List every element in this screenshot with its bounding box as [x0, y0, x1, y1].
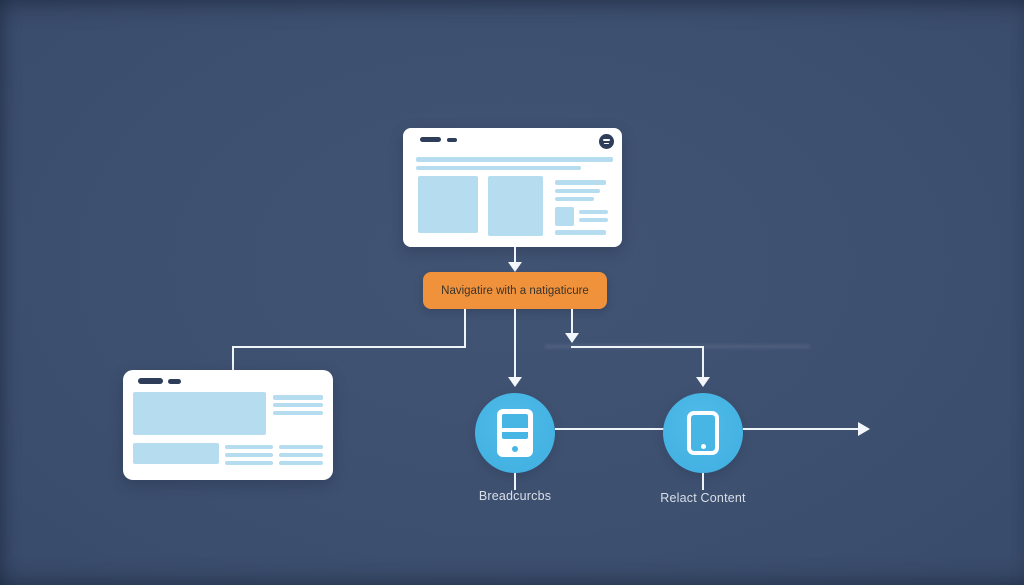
- browser-text-line: [555, 230, 606, 235]
- top-browser-card: [403, 128, 622, 247]
- browser-text-line: [555, 189, 600, 193]
- connector-line: [702, 346, 704, 378]
- browser-header-dot: [168, 379, 181, 384]
- connector-line: [571, 309, 573, 334]
- node-related-content-label: Relact Content: [660, 491, 746, 505]
- node-related-content: [663, 393, 743, 473]
- menu-circle-icon: [599, 134, 614, 149]
- browser-content-block: [488, 176, 543, 236]
- connector-line: [464, 309, 466, 348]
- browser-header-dot: [447, 138, 457, 142]
- browser-text-line: [555, 180, 606, 185]
- browser-text-line: [273, 411, 323, 415]
- arrow-down-icon: [565, 333, 579, 343]
- connector-line: [514, 247, 516, 265]
- browser-text-line: [225, 445, 273, 449]
- arrow-down-icon: [696, 377, 710, 387]
- node-breadcrumbs: [475, 393, 555, 473]
- connector-line: [514, 309, 516, 379]
- connector-line: [514, 473, 516, 490]
- connector-line: [555, 428, 665, 430]
- browser-text-line: [273, 395, 323, 400]
- browser-text-line: [225, 453, 273, 457]
- bottom-browser-card: [123, 370, 333, 480]
- flow-label: Navigatire with a natigaticure: [423, 272, 607, 309]
- browser-logo-bar: [420, 137, 441, 142]
- browser-logo-bar: [138, 378, 163, 384]
- browser-hero-block: [133, 392, 266, 435]
- connector-line: [743, 428, 859, 430]
- browser-text-line: [416, 157, 613, 162]
- connector-line: [232, 346, 234, 371]
- browser-text-line: [279, 461, 323, 465]
- browser-text-line: [579, 218, 608, 222]
- node-breadcrumbs-label: Breadcurcbs: [478, 489, 552, 503]
- tablet-icon: [687, 411, 719, 455]
- connector-line: [232, 346, 466, 348]
- browser-text-line: [279, 453, 323, 457]
- connector-line: [702, 473, 704, 490]
- mobile-card-icon: [497, 409, 533, 457]
- browser-thumb-block: [555, 207, 574, 226]
- browser-text-line: [273, 403, 323, 407]
- connector-line: [571, 346, 704, 348]
- browser-text-line: [555, 197, 594, 201]
- arrow-right-icon: [858, 422, 870, 436]
- browser-text-line: [279, 445, 323, 449]
- browser-content-block: [133, 443, 219, 464]
- flow-label-text: Navigatire with a natigaticure: [441, 284, 589, 297]
- browser-text-line: [416, 166, 581, 170]
- arrow-down-icon: [508, 377, 522, 387]
- browser-text-line: [579, 210, 608, 214]
- browser-text-line: [225, 461, 273, 465]
- browser-content-block: [418, 176, 478, 233]
- arrow-down-icon: [508, 262, 522, 272]
